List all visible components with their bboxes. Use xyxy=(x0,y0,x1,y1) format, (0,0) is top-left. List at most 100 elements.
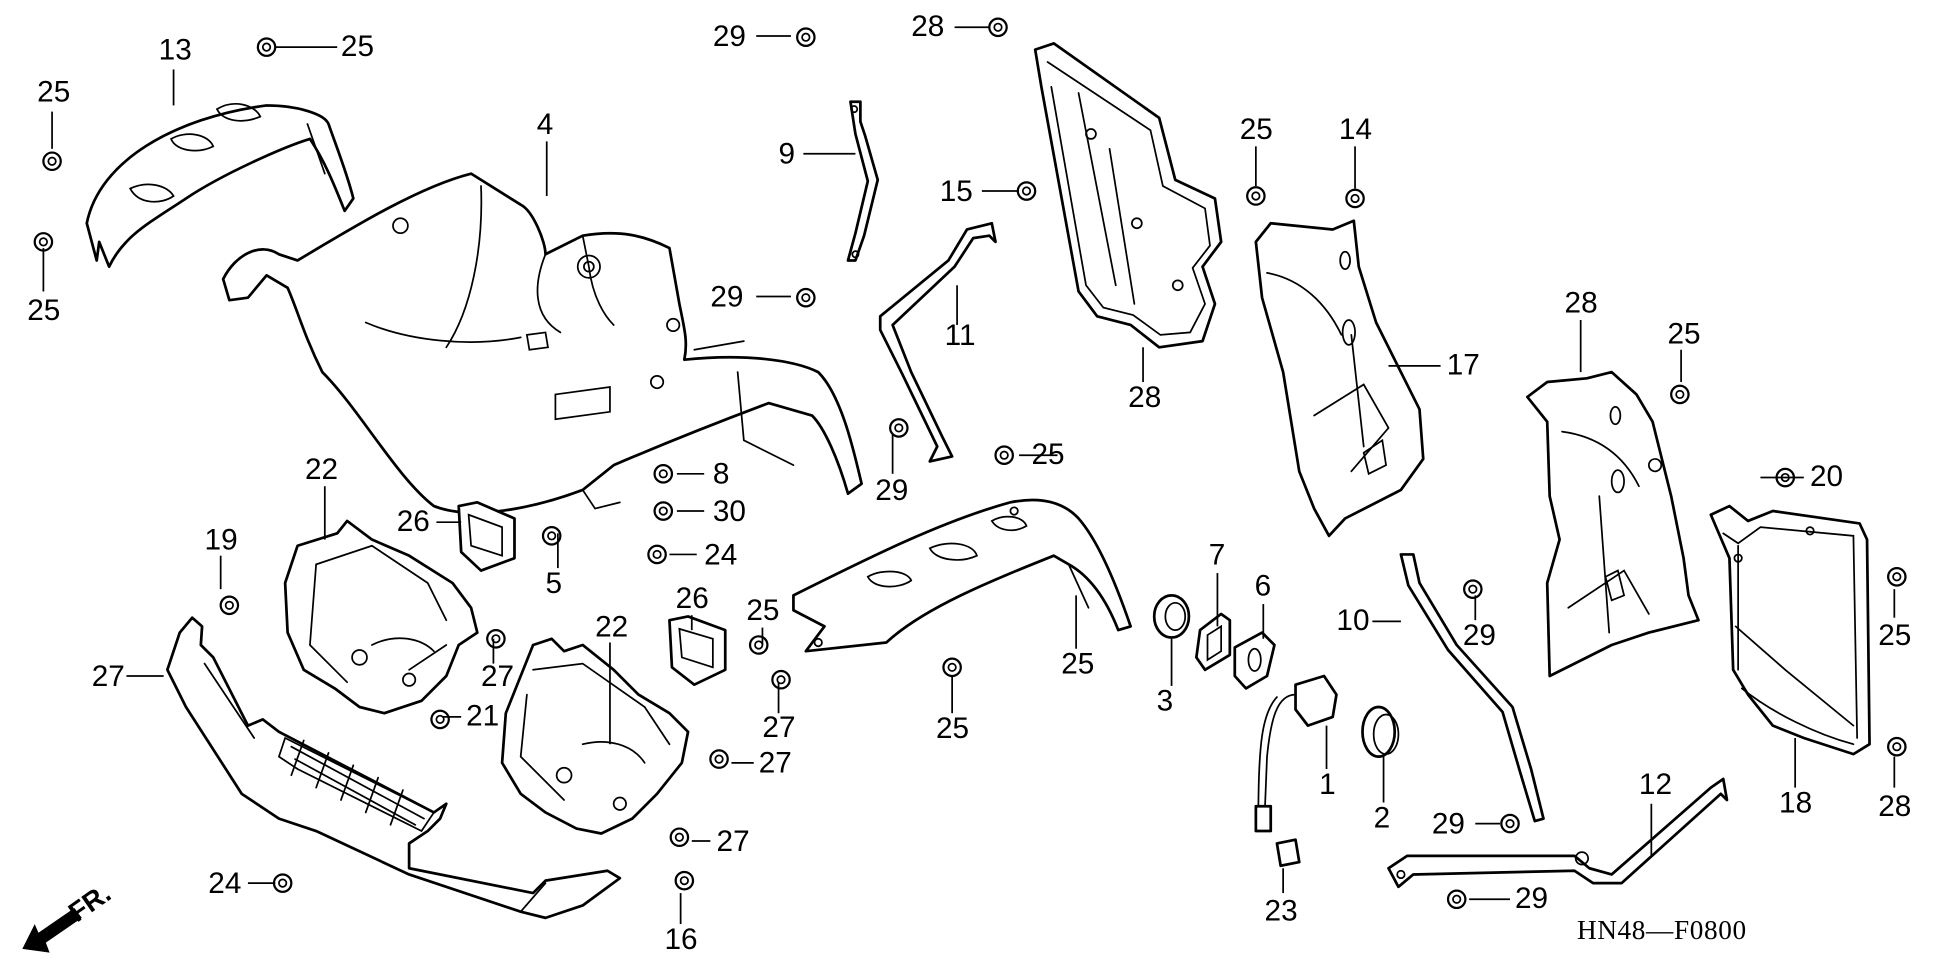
callout-25[interactable]: 25 xyxy=(746,594,779,627)
fastener-icon xyxy=(674,870,695,891)
part-13-mud-flap[interactable] xyxy=(85,103,355,269)
callout-25[interactable]: 25 xyxy=(1061,648,1094,681)
callout-12[interactable]: 12 xyxy=(1639,768,1672,801)
part-4-front-fender[interactable] xyxy=(221,172,863,515)
callout-30[interactable]: 30 xyxy=(713,495,746,528)
callout-11[interactable]: 11 xyxy=(945,319,976,352)
part-12-stay[interactable] xyxy=(1387,777,1729,889)
callout-29[interactable]: 29 xyxy=(713,20,746,53)
part-19-bumper-cover[interactable] xyxy=(166,616,622,920)
part-17-inner-fender[interactable] xyxy=(1526,370,1700,678)
callout-3[interactable]: 3 xyxy=(1157,685,1174,718)
fastener-icon xyxy=(771,669,791,690)
fastener-head-icon xyxy=(776,675,786,685)
callout-27[interactable]: 27 xyxy=(481,660,514,693)
callout-28[interactable]: 28 xyxy=(911,10,944,43)
part-11-stay[interactable] xyxy=(878,221,997,463)
callout-19[interactable]: 19 xyxy=(205,523,238,556)
callout-27[interactable]: 27 xyxy=(717,825,750,858)
callout-7[interactable]: 7 xyxy=(1209,538,1226,571)
callout-5[interactable]: 5 xyxy=(545,567,562,600)
callout-26[interactable]: 26 xyxy=(676,582,709,615)
callout-25[interactable]: 25 xyxy=(1240,113,1273,146)
fastener-head-icon xyxy=(1021,186,1032,196)
part-2-cap[interactable] xyxy=(1361,705,1400,758)
callout-28[interactable]: 28 xyxy=(1878,790,1911,823)
fasteners xyxy=(33,17,1907,910)
callout-2[interactable]: 2 xyxy=(1374,801,1391,834)
callout-10[interactable]: 10 xyxy=(1336,604,1369,637)
callout-20[interactable]: 20 xyxy=(1810,460,1843,493)
callout-25[interactable]: 25 xyxy=(341,30,374,63)
callout-27[interactable]: 27 xyxy=(92,660,125,693)
fastener-icon xyxy=(219,595,240,616)
callout-26[interactable]: 26 xyxy=(397,505,430,538)
callout-27[interactable]: 27 xyxy=(762,711,795,744)
callout-17[interactable]: 17 xyxy=(1447,349,1480,382)
callout-25[interactable]: 25 xyxy=(1031,438,1064,471)
callout-23[interactable]: 23 xyxy=(1265,894,1298,927)
part-21-headlight-case[interactable] xyxy=(500,637,690,835)
part-23-clip[interactable] xyxy=(1275,838,1301,868)
part-10-stay[interactable] xyxy=(1399,553,1545,823)
callout-16[interactable]: 16 xyxy=(665,923,698,956)
callout-27[interactable]: 27 xyxy=(759,747,792,780)
fastener-head-icon xyxy=(547,531,557,541)
callout-24[interactable]: 24 xyxy=(704,538,737,571)
callout-29[interactable]: 29 xyxy=(1515,882,1548,915)
front-direction-indicator: FR. xyxy=(22,877,116,953)
part-15-side-cover[interactable] xyxy=(1033,42,1223,349)
callout-25[interactable]: 25 xyxy=(37,76,70,109)
callout-25[interactable]: 25 xyxy=(27,294,60,327)
part-3-nut[interactable] xyxy=(1152,594,1191,639)
fastener-head-icon xyxy=(714,754,724,764)
drawing-code: HN48—F0800 xyxy=(1577,915,1747,945)
callout-29[interactable]: 29 xyxy=(710,280,743,313)
fastener-head-icon xyxy=(999,450,1009,460)
part-9-stay[interactable] xyxy=(846,100,880,262)
callout-25[interactable]: 25 xyxy=(1667,318,1700,351)
part-20-headlight-case[interactable] xyxy=(283,519,479,715)
fastener-icon xyxy=(942,657,962,678)
fastener-head-icon xyxy=(1892,742,1902,752)
fastener-icon xyxy=(1345,188,1365,209)
part-7-seal[interactable] xyxy=(1194,612,1232,672)
fastener-icon xyxy=(541,526,562,546)
fastener-head-icon xyxy=(1452,894,1462,904)
fastener-head-icon xyxy=(1251,191,1261,201)
callout-28[interactable]: 28 xyxy=(1565,287,1598,320)
callout-22[interactable]: 22 xyxy=(305,453,338,486)
part-14-inner-fender[interactable] xyxy=(1254,219,1425,538)
callout-14[interactable]: 14 xyxy=(1339,113,1372,146)
callout-29[interactable]: 29 xyxy=(1432,808,1465,841)
callout-24[interactable]: 24 xyxy=(208,867,241,900)
part-1-socket-cord[interactable] xyxy=(1254,674,1338,833)
callout-4[interactable]: 4 xyxy=(537,108,554,141)
fastener-icon xyxy=(653,501,674,521)
callout-29[interactable]: 29 xyxy=(875,474,908,507)
callout-28[interactable]: 28 xyxy=(1128,381,1161,414)
callout-8[interactable]: 8 xyxy=(713,458,730,491)
callout-25[interactable]: 25 xyxy=(936,712,969,745)
callout-9[interactable]: 9 xyxy=(779,138,796,171)
callout-1[interactable]: 1 xyxy=(1319,768,1336,801)
callout-13[interactable]: 13 xyxy=(159,34,192,67)
callout-15[interactable]: 15 xyxy=(940,175,973,208)
part-22-holder-upper[interactable] xyxy=(457,500,516,572)
callout-29[interactable]: 29 xyxy=(1463,619,1496,652)
fastener-icon xyxy=(1500,813,1520,834)
part-22-holder-lower[interactable] xyxy=(668,615,727,687)
callout-22[interactable]: 22 xyxy=(595,610,628,643)
part-6-stay[interactable] xyxy=(1233,631,1276,690)
fastener-icon xyxy=(1246,186,1266,206)
fastener-icon xyxy=(1887,566,1907,587)
callout-25[interactable]: 25 xyxy=(1878,619,1911,652)
callout-18[interactable]: 18 xyxy=(1779,786,1812,819)
part-18-side-cover[interactable] xyxy=(1709,504,1871,756)
fastener-head-icon xyxy=(491,634,501,644)
fastener-icon xyxy=(256,37,277,57)
callout-21[interactable]: 21 xyxy=(466,700,499,733)
part-16-mud-flap[interactable] xyxy=(792,498,1133,653)
callout-6[interactable]: 6 xyxy=(1255,569,1272,602)
